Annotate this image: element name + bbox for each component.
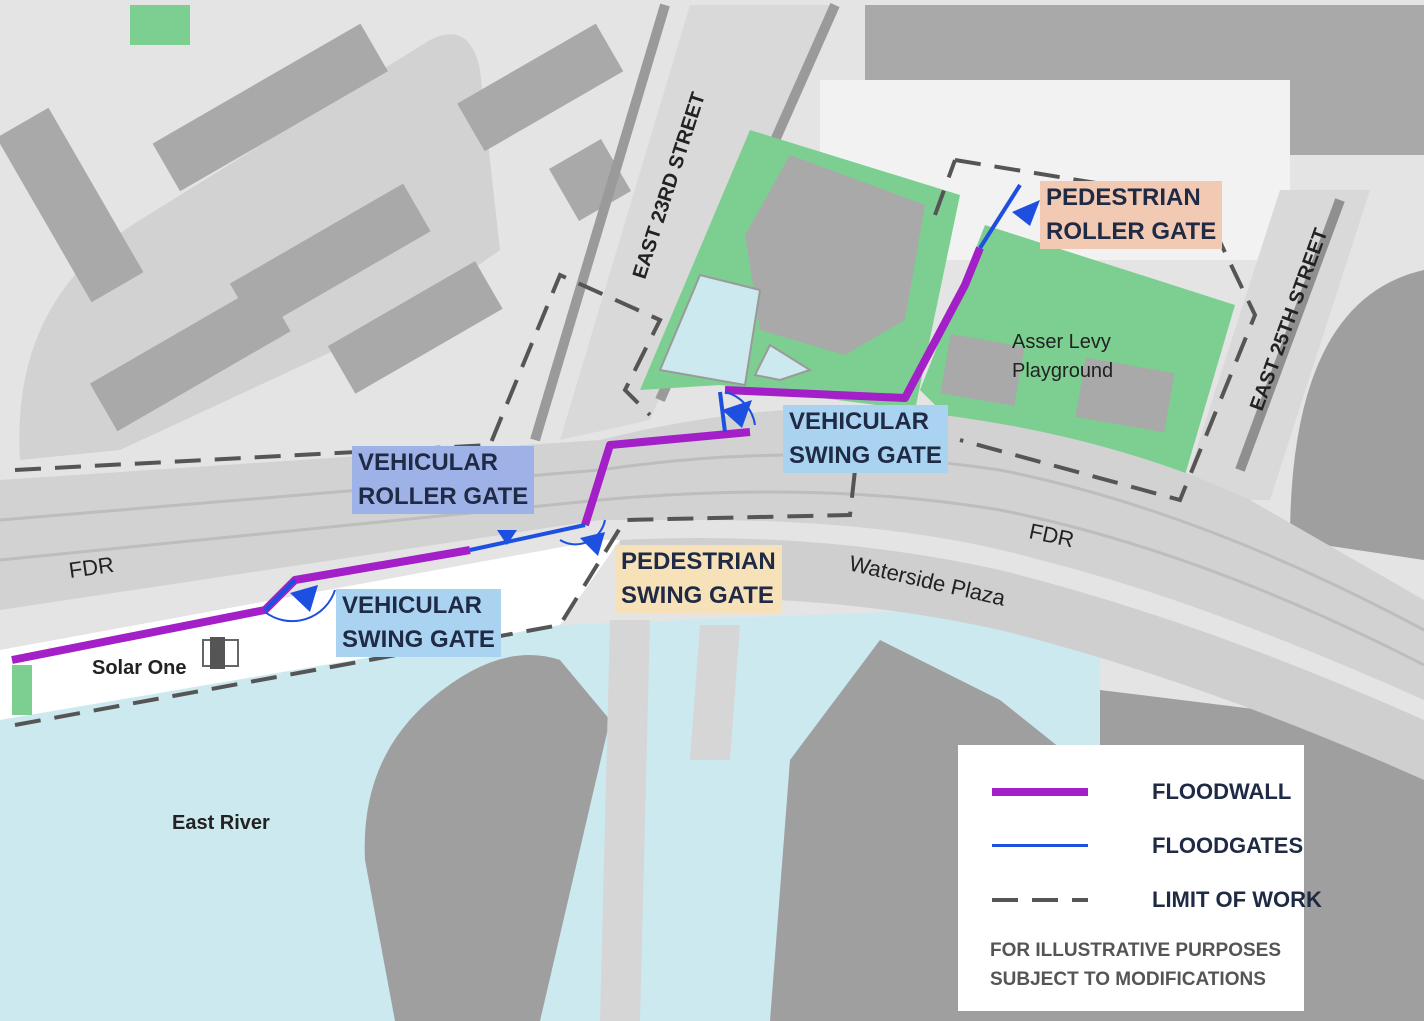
callout-vehicular-swing-gate-north-line1: VEHICULAR	[789, 408, 930, 435]
map-legend: FLOODWALL FLOODGATES LIMIT OF WORK FOR I…	[958, 745, 1322, 1011]
east-river-label: East River	[172, 812, 270, 834]
legend-note-line1: FOR ILLUSTRATIVE PURPOSES	[990, 940, 1282, 961]
pier-deck	[600, 620, 650, 1021]
callout-pedestrian-swing-gate-line1: PEDESTRIAN	[621, 548, 776, 575]
pier-deck-2	[690, 625, 740, 760]
fdr-west-label: FDR	[67, 552, 115, 583]
esplanade-green-edge	[12, 665, 32, 715]
west-block-outline	[19, 34, 501, 461]
waterside-plaza-road	[620, 538, 1424, 780]
callout-vehicular-roller-gate-line2: ROLLER GATE	[358, 483, 529, 510]
solar-one-building-icon	[202, 637, 239, 669]
legend-swatch-limit-of-work	[992, 898, 1088, 902]
playground-structures	[940, 334, 1175, 433]
callout-vehicular-swing-gate-north-line2: SWING GATE	[789, 442, 942, 469]
fdr-lane-lines	[0, 453, 1424, 667]
legend-label-limit-of-work: LIMIT OF WORK	[1152, 887, 1322, 912]
legend-label-floodgates: FLOODGATES	[1152, 833, 1304, 858]
east-tower	[1290, 270, 1424, 560]
asser-levy-label-2: Playground	[1012, 360, 1113, 382]
callout-vehicular-swing-gate-south: VEHICULAR SWING GATE	[336, 589, 501, 657]
callout-pedestrian-roller-gate-line2: ROLLER GATE	[1046, 218, 1217, 245]
gate-arrows	[290, 200, 1040, 612]
park-west-corner	[130, 5, 190, 45]
east-25th-street-road	[1180, 190, 1370, 500]
floodgate-lines	[263, 183, 1022, 612]
legend-note-line2: SUBJECT TO MODIFICATIONS	[990, 969, 1266, 990]
callout-pedestrian-roller-gate: PEDESTRIAN ROLLER GATE	[1040, 181, 1223, 249]
pond-1	[658, 273, 762, 387]
asser-levy-label-1: Asser Levy	[1012, 331, 1111, 353]
solar-one-label: Solar One	[92, 657, 186, 679]
pond-2	[753, 343, 813, 382]
callout-pedestrian-roller-gate-line1: PEDESTRIAN	[1046, 184, 1201, 211]
esplanade-strip	[0, 540, 620, 720]
callout-vehicular-roller-gate: VEHICULAR ROLLER GATE	[352, 446, 535, 514]
stuyvesant-building	[745, 155, 925, 355]
pier-building-west	[364, 655, 610, 1021]
callout-pedestrian-swing-gate-line2: SWING GATE	[621, 582, 774, 609]
callout-vehicular-roller-gate-line1: VEHICULAR	[358, 449, 499, 476]
callout-pedestrian-swing-gate: PEDESTRIAN SWING GATE	[615, 545, 782, 613]
callout-vehicular-swing-gate-north: VEHICULAR SWING GATE	[783, 405, 948, 473]
east-23rd-street-road	[560, 5, 830, 440]
callout-vehicular-swing-gate-south-line1: VEHICULAR	[342, 592, 483, 619]
legend-swatch-floodwall	[992, 788, 1088, 796]
legend-label-floodwall: FLOODWALL	[1152, 779, 1292, 804]
legend-swatch-floodgates	[992, 844, 1088, 847]
east-25th-street-edge	[1235, 198, 1345, 472]
callout-vehicular-swing-gate-south-line2: SWING GATE	[342, 626, 495, 653]
